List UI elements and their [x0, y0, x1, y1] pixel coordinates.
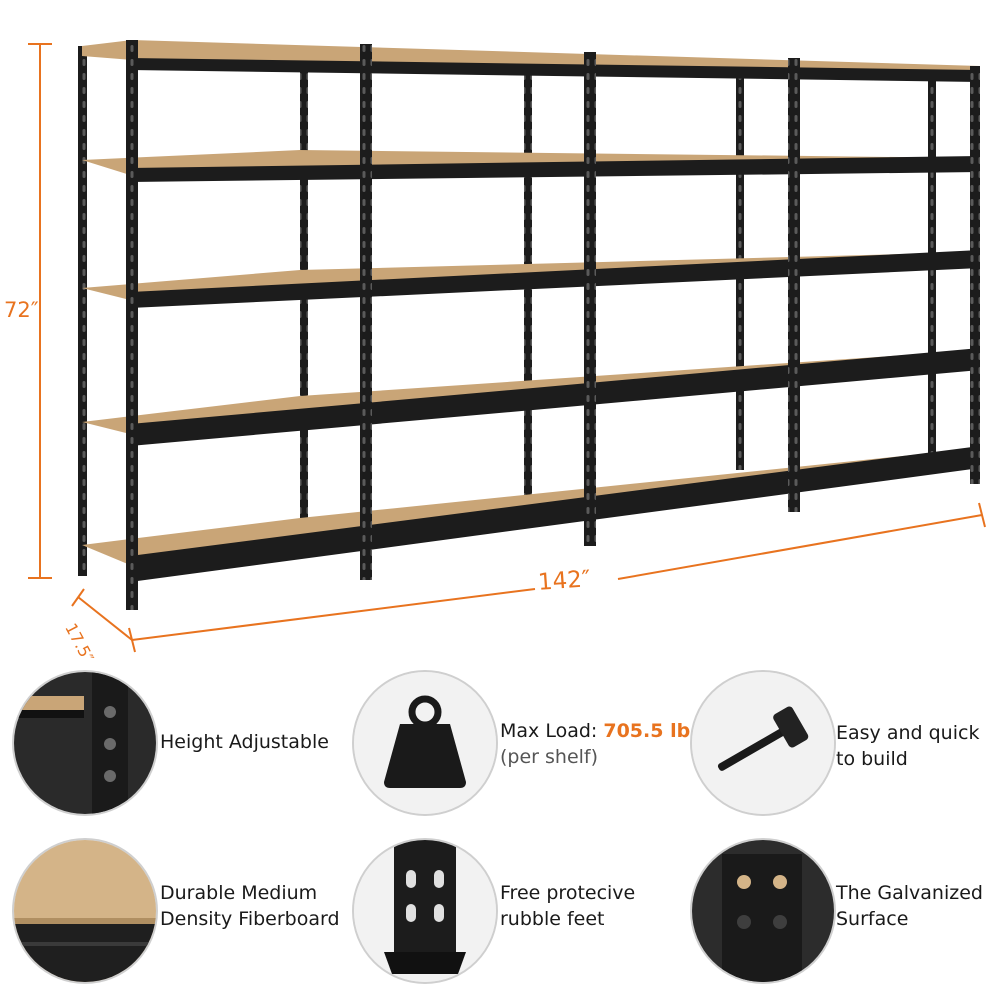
feature-fiberboard: Durable Medium Density Fiberboard [160, 880, 340, 932]
feature-label: to build [836, 748, 908, 770]
shelf-level-4 [82, 348, 980, 446]
front-posts [126, 40, 980, 610]
feature-label: Durable Medium [160, 882, 318, 904]
shelf-level-1 [82, 40, 980, 82]
feature-label: Height Adjustable [160, 731, 329, 753]
feature-max-load: Max Load: 705.5 lb (per shelf) [500, 718, 690, 770]
back-posts [78, 46, 936, 576]
feature-label: The Galvanized [836, 882, 983, 904]
height-dimension-line [28, 43, 52, 579]
feature-label: Surface [836, 908, 909, 930]
shelf-level-2 [82, 150, 980, 182]
feature-label: Density Fiberboard [160, 908, 340, 930]
feature-label: Easy and quick [836, 722, 980, 744]
feature-galvanized: The Galvanized Surface [836, 880, 983, 932]
max-load-sub: (per shelf) [500, 746, 599, 768]
rubber-foot-closeup [352, 838, 498, 984]
feature-label: rubble feet [500, 908, 605, 930]
feature-label: Free protecive [500, 882, 636, 904]
shelf-level-3 [82, 250, 980, 308]
feature-height-adjustable: Height Adjustable [160, 729, 329, 755]
weight-circle [352, 670, 498, 816]
shelf-level-5 [82, 446, 980, 582]
mallet-circle [690, 670, 836, 816]
width-label: 142″ [537, 566, 592, 596]
height-label: 72″ [4, 298, 39, 322]
height-adjustable-closeup [12, 670, 158, 816]
feature-rubber-feet: Free protecive rubble feet [500, 880, 635, 932]
max-load-value: 705.5 lb [603, 720, 691, 742]
shelving-illustration [28, 40, 986, 653]
max-load-label: Max Load: [500, 720, 598, 742]
depth-dimension-line [71, 588, 133, 641]
galvanized-surface-closeup [690, 838, 836, 984]
feature-easy-build: Easy and quick to build [836, 720, 979, 772]
fiberboard-closeup [12, 838, 158, 984]
